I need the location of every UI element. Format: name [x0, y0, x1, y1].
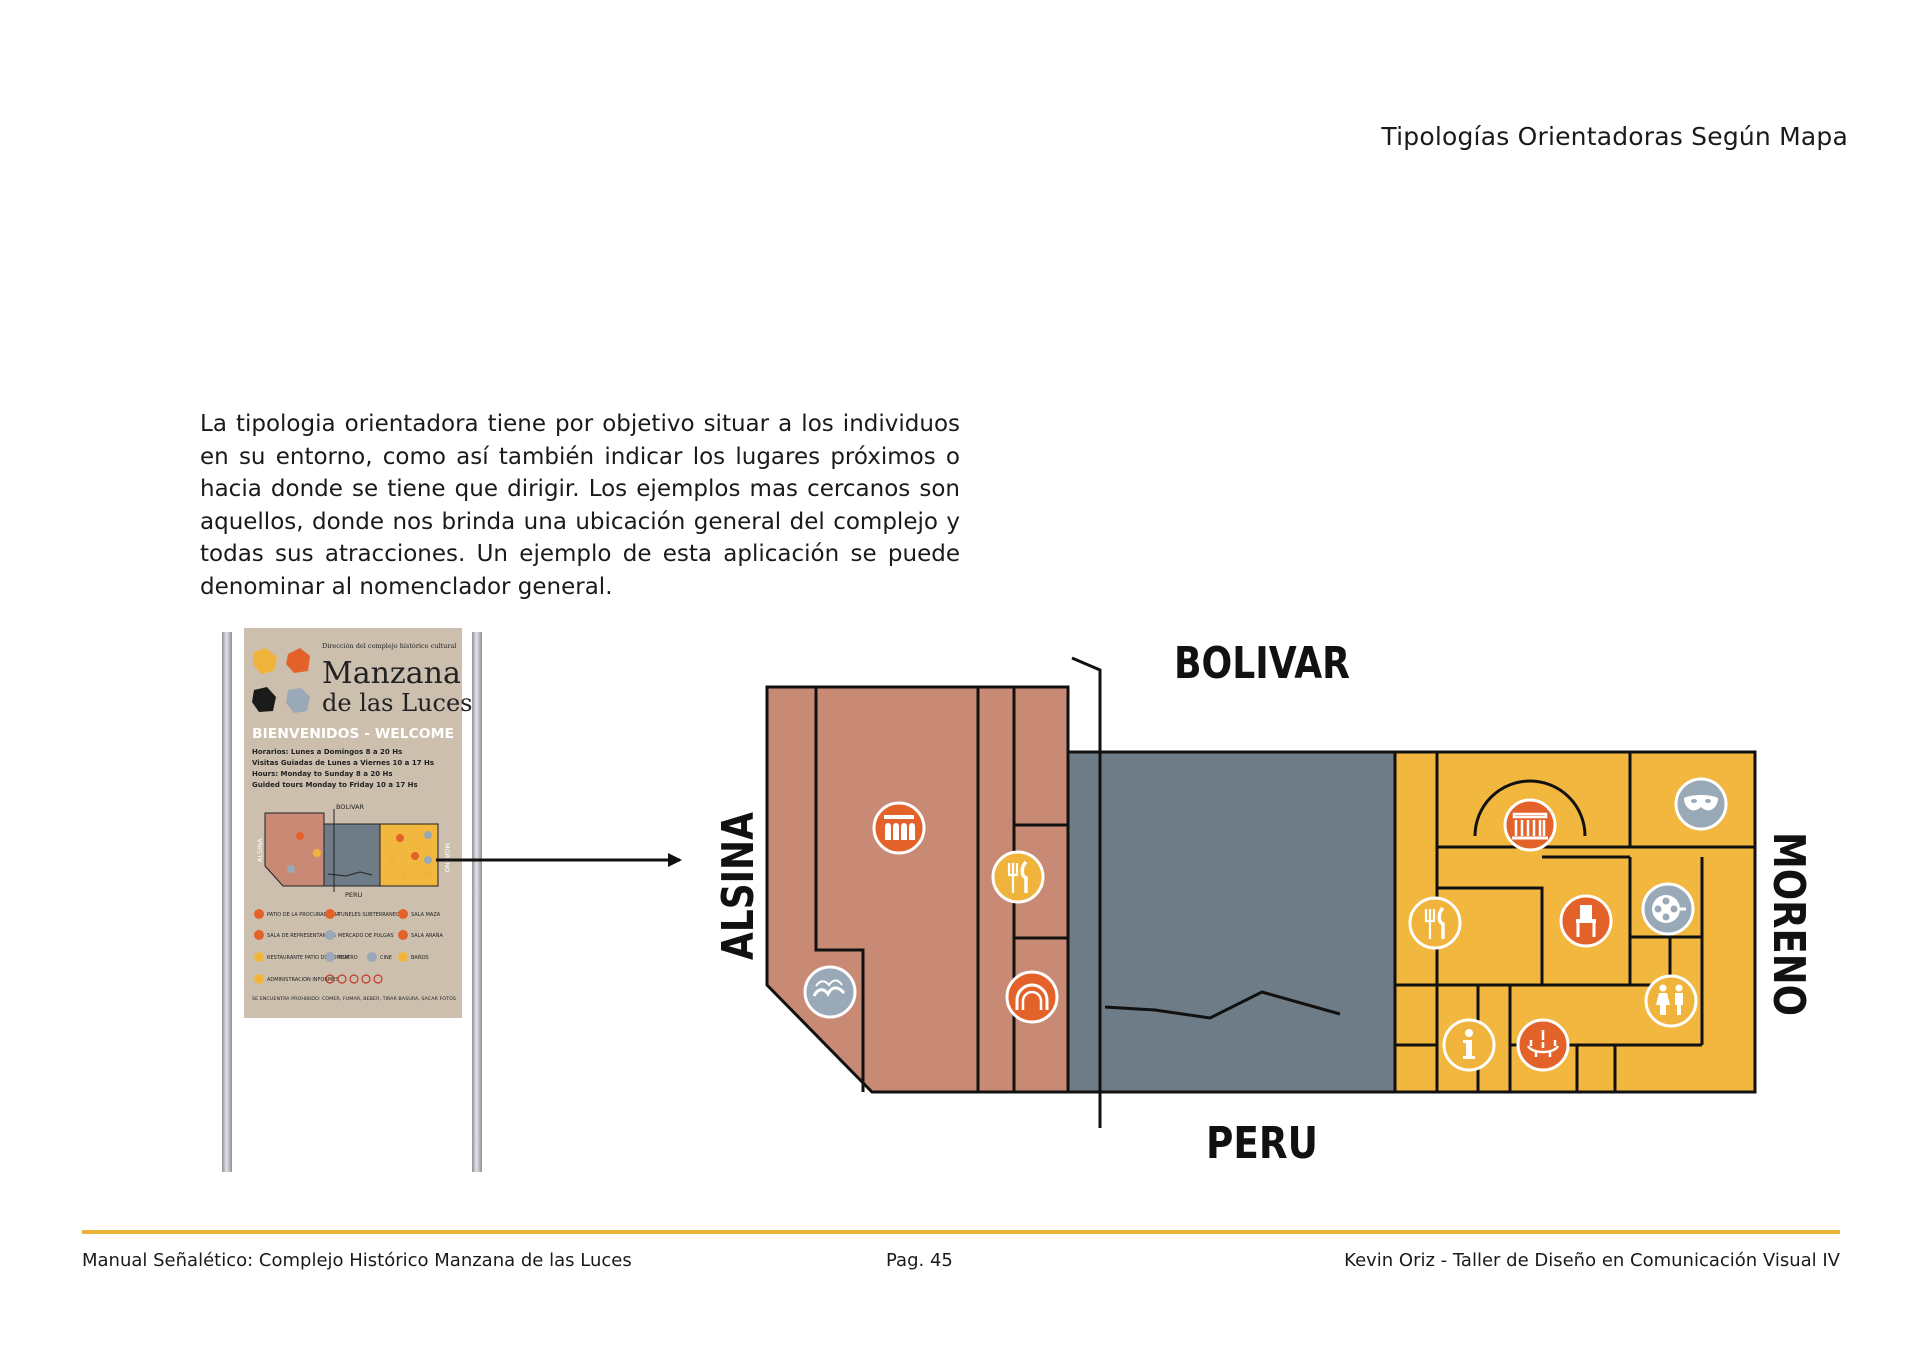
legend-label-1: TUNELES SUBTERRANEOS [337, 912, 403, 918]
directory-sign: Dirección del complejo histórico cultura… [222, 628, 482, 1172]
legend-label-5: SALA ARAÑA [411, 932, 443, 939]
street-label-right: MORENO [1763, 832, 1814, 1016]
mask-icon [1674, 777, 1728, 831]
legend-label-2: SALA MAZA [411, 912, 441, 918]
map-block-center [1066, 750, 1397, 1094]
legend-arches-icon [254, 909, 264, 919]
legend-restroom-icon [398, 952, 408, 962]
legend-label-6: RESTAURANTE PATIO DE COMIDA [267, 955, 350, 961]
legend-film-icon [367, 952, 377, 962]
street-label-left: ALSINA [713, 812, 764, 960]
legend-label-3: SALA DE REPRESENTANTES [267, 933, 336, 939]
mini-street-right: MORENO [443, 843, 451, 872]
sign-legend: PATIO DE LA PROCURADURIA TUNELES SUBTERR… [252, 909, 456, 1002]
street-label-bottom: PERU [1206, 1118, 1318, 1169]
footer-author: Kevin Oriz - Taller de Diseño en Comunic… [1344, 1250, 1840, 1271]
sign-hours-2: Hours: Monday to Sunday 8 a 20 Hs [252, 770, 393, 778]
sign-title-line2: de las Luces [322, 689, 472, 717]
sign-hours-0: Horarios: Lunes a Domingos 8 a 20 Hs [252, 748, 402, 756]
footer-page-number: Pag. 45 [886, 1250, 953, 1271]
legend-mask-icon [325, 952, 335, 962]
hall-icon [1503, 798, 1557, 852]
logo-icon [252, 648, 310, 713]
legend-chair-icon [398, 909, 408, 919]
legend-fork-knife-icon [254, 952, 264, 962]
chandelier-icon [1516, 1018, 1570, 1072]
map-section-line [1071, 656, 1102, 1128]
film-icon [1641, 882, 1695, 936]
prohibited-icons [325, 974, 383, 984]
legend-label-9: BAÑOS [411, 954, 429, 961]
legend-label-0: PATIO DE LA PROCURADURIA [267, 912, 340, 918]
sign-welcome: BIENVENIDOS - WELCOME [252, 726, 454, 742]
mini-street-top: BOLIVAR [336, 803, 364, 811]
legend-market-icon [325, 930, 335, 940]
sign-pole-left [222, 632, 232, 1172]
arches-icon [872, 801, 926, 855]
tunnel-icon [1005, 970, 1059, 1024]
legend-label-10: ADMINISTRACION INFORMES [267, 977, 338, 983]
legend-label-7: TEATRO [337, 955, 358, 961]
sign-hours-1: Visitas Guiadas de Lunes a Viernes 10 a … [252, 759, 434, 767]
legend-label-8: CINE [380, 955, 392, 961]
sign-pole-right [472, 632, 482, 1172]
market-icon [803, 965, 857, 1019]
info-icon [1442, 1018, 1496, 1072]
legend-label-4: MERCADO DE PULGAS [338, 933, 394, 939]
sign-prohibited-text: SE ENCUENTRA PROHIBIDO: COMER, FUMAR, BE… [252, 996, 456, 1002]
legend-chandelier-icon [398, 930, 408, 940]
theatre-arc [1473, 779, 1587, 837]
sign-mini-map: BOLIVAR PERU ALSINA MORENO [256, 803, 451, 899]
footer-manual-title: Manual Señalético: Complejo Histórico Ma… [82, 1250, 632, 1271]
street-label-top: BOLIVAR [1174, 638, 1350, 689]
footer-divider [82, 1230, 1840, 1234]
legend-hall-icon [254, 930, 264, 940]
mini-street-left: ALSINA [256, 838, 264, 862]
sign-subtitle: Dirección del complejo histórico cultura… [322, 642, 456, 650]
site-map [765, 656, 1757, 1128]
intro-paragraph: La tipologia orientadora tiene por objet… [200, 411, 960, 600]
chair-icon [1559, 894, 1613, 948]
mini-street-bottom: PERU [345, 891, 363, 899]
restroom-icon [1644, 974, 1698, 1028]
fork-knife-icon [991, 850, 1045, 904]
page-header-title: Tipologías Orientadoras Según Mapa [1381, 122, 1848, 151]
legend-tunnel-icon [325, 909, 335, 919]
sign-hours-3: Guided tours Monday to Friday 10 a 17 Hs [252, 781, 418, 789]
legend-info-icon [254, 974, 264, 984]
fork-knife-icon [1408, 896, 1462, 950]
sign-title-line1: Manzana [322, 656, 461, 691]
